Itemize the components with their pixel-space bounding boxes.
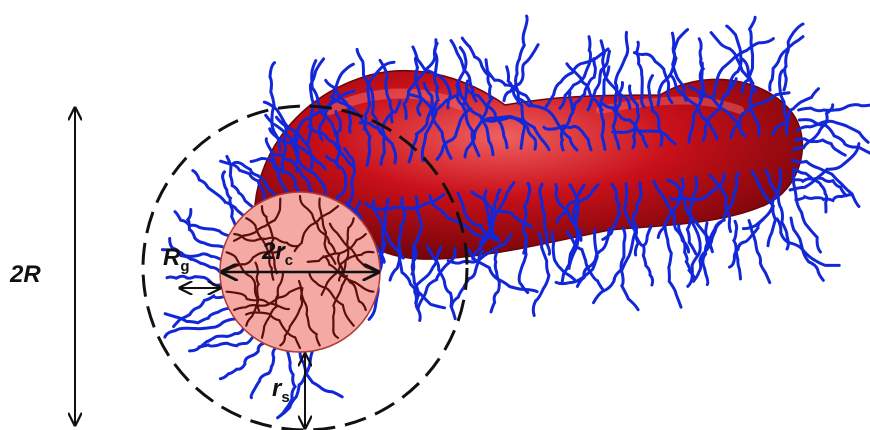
shell-thickness-label: rs [272,375,290,406]
corona-chain [796,195,851,201]
corona-chain [799,105,870,111]
shell-chain [165,308,229,323]
corona-chain [784,24,803,90]
shell-chain [193,171,244,216]
shell-chain [175,212,229,236]
shell-chain [190,329,244,351]
shell-chain [220,343,263,378]
shell-chain [223,172,236,225]
corona-chain [491,252,499,312]
shell-chain [167,276,221,285]
shell-chain [300,352,342,397]
corona-chain [797,170,827,212]
corona-chain [749,221,770,283]
height-label: 2R [9,261,41,288]
corona-chain [643,226,652,285]
corona-chain [665,226,681,308]
corona-chain [594,227,638,303]
graft-length-label: Rg [163,244,190,275]
